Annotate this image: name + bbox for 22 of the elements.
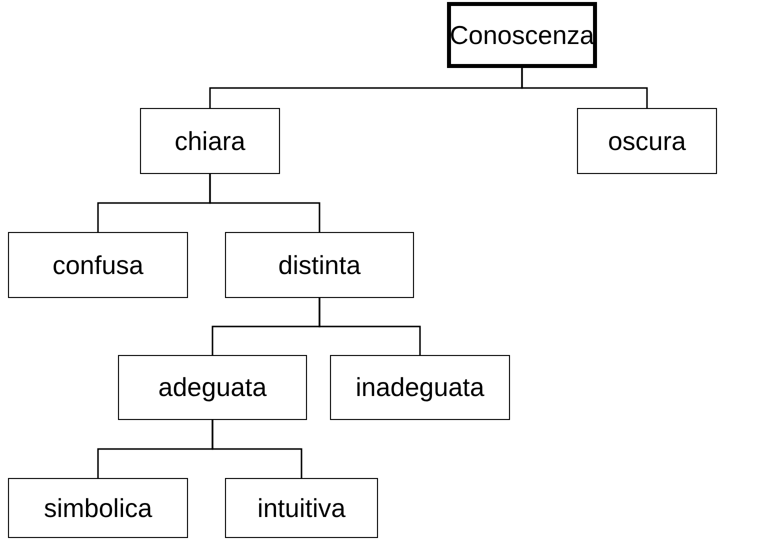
concept-box (447, 2, 597, 68)
concept-box (225, 478, 378, 538)
concept-box (577, 108, 717, 174)
concept-label: Conoscenza (450, 20, 594, 50)
concept-label: intuitiva (257, 492, 346, 524)
concept-box (118, 355, 307, 420)
concept-label: chiara (174, 126, 246, 156)
connector-line (318, 298, 421, 355)
concept-box (8, 232, 188, 298)
connector-line (212, 420, 302, 478)
connector-line (209, 174, 320, 232)
concept-box (225, 232, 414, 298)
concept-label: confusa (52, 250, 144, 280)
concept-label: oscura (608, 126, 686, 156)
concept-label: distinta (278, 250, 361, 280)
concept-box (140, 108, 280, 174)
connector-line (521, 68, 648, 108)
concept-label: inadeguata (356, 372, 484, 403)
concept-box (8, 478, 188, 538)
concept-box (330, 355, 510, 420)
concept-label: adeguata (158, 372, 267, 403)
concept-label: simbolica (44, 492, 152, 524)
